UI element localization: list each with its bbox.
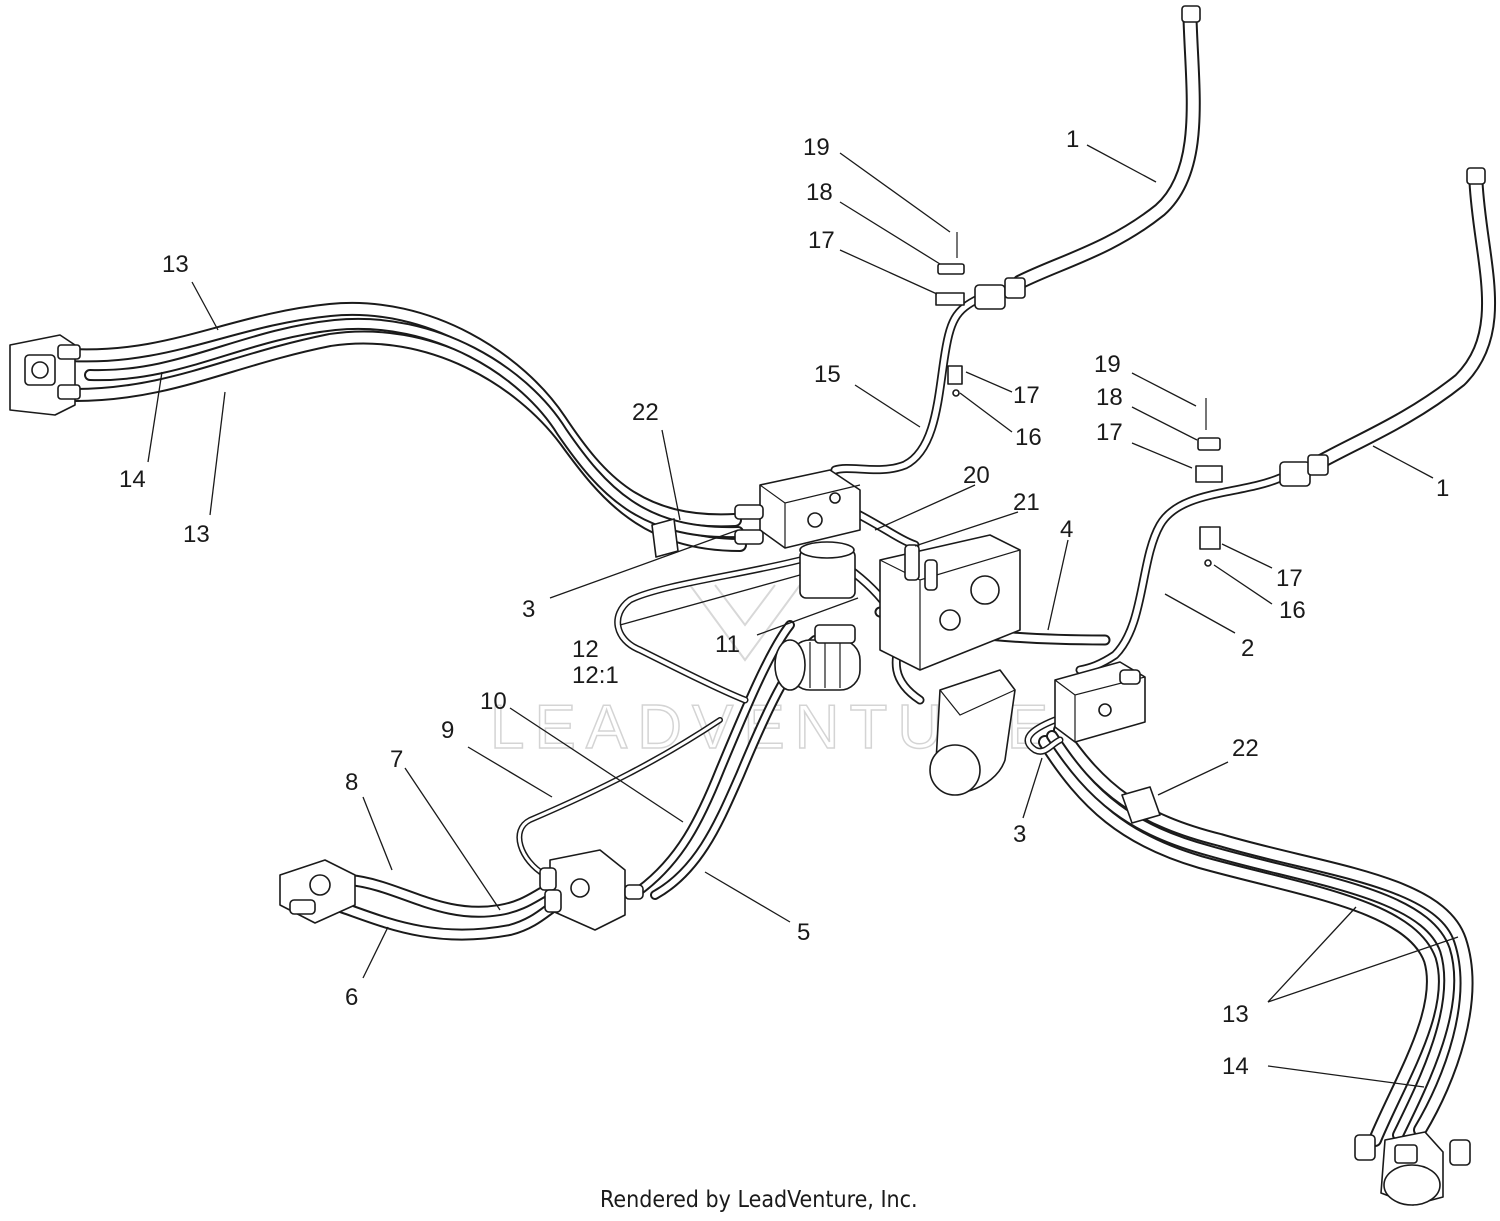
callout-14: 14 bbox=[1222, 1053, 1249, 1080]
wheel-motor-right bbox=[1354, 1131, 1471, 1206]
callout-21: 21 bbox=[1013, 489, 1040, 516]
callout-19: 19 bbox=[1094, 351, 1121, 378]
hose-bundle-upper-left bbox=[63, 301, 747, 552]
callout-labels: 1 19 18 17 17 16 15 13 14 13 22 20 21 4 … bbox=[119, 126, 1449, 1080]
callout-9: 9 bbox=[441, 717, 454, 744]
valve-lower-left bbox=[539, 849, 644, 931]
watermark-logo bbox=[689, 584, 801, 662]
callout-17: 17 bbox=[1096, 419, 1123, 446]
callout-8: 8 bbox=[345, 769, 358, 796]
callout-7: 7 bbox=[390, 746, 403, 773]
callout-3: 3 bbox=[522, 596, 535, 623]
callout-17: 17 bbox=[1013, 382, 1040, 409]
callout-16: 16 bbox=[1015, 424, 1042, 451]
callout-15: 15 bbox=[814, 361, 841, 388]
callout-17: 17 bbox=[1276, 565, 1303, 592]
callout-13: 13 bbox=[162, 251, 189, 278]
canister-filter bbox=[929, 669, 1016, 796]
callout-18: 18 bbox=[1096, 384, 1123, 411]
callout-22: 22 bbox=[632, 399, 659, 426]
callout-13: 13 bbox=[1222, 1001, 1249, 1028]
hose-1-upper bbox=[1012, 10, 1201, 290]
clamp-22-upper bbox=[651, 518, 679, 558]
callout-20: 20 bbox=[963, 462, 990, 489]
fitting-1-upper bbox=[974, 5, 1201, 310]
callout-12-1: 12:1 bbox=[572, 662, 619, 689]
filter-12 bbox=[799, 541, 856, 599]
leader-lines bbox=[147, 144, 1459, 1088]
callout-22: 22 bbox=[1232, 735, 1259, 762]
callout-19: 19 bbox=[803, 134, 830, 161]
callout-5: 5 bbox=[797, 919, 810, 946]
wheel-motor-left bbox=[9, 334, 81, 416]
bracket-hardware-upper bbox=[935, 232, 965, 397]
callout-13: 13 bbox=[183, 521, 210, 548]
callout-2: 2 bbox=[1241, 635, 1254, 662]
callout-3: 3 bbox=[1013, 821, 1026, 848]
callout-1: 1 bbox=[1066, 126, 1079, 153]
callout-18: 18 bbox=[806, 179, 833, 206]
tube-3-loop bbox=[614, 556, 804, 704]
hose-1-lower bbox=[1312, 174, 1497, 470]
callout-16: 16 bbox=[1279, 597, 1306, 624]
callout-12: 12 bbox=[572, 636, 599, 663]
callout-17: 17 bbox=[808, 227, 835, 254]
tube-9 bbox=[516, 717, 723, 878]
callout-1: 1 bbox=[1436, 475, 1449, 502]
hose-6-7-8 bbox=[329, 874, 571, 941]
pump-assembly bbox=[879, 534, 1021, 671]
callout-10: 10 bbox=[480, 688, 507, 715]
hose-2 bbox=[1075, 473, 1285, 675]
hoses bbox=[63, 10, 1497, 1147]
footer-credit: Rendered by LeadVenture, Inc. bbox=[600, 1187, 918, 1213]
bracket-hardware-lower bbox=[1195, 398, 1223, 567]
callout-6: 6 bbox=[345, 984, 358, 1011]
clamp-22-lower bbox=[1121, 786, 1161, 824]
hose-15 bbox=[830, 293, 985, 475]
tube-3-lower bbox=[1024, 716, 1064, 755]
motor bbox=[774, 624, 861, 691]
callout-4: 4 bbox=[1060, 516, 1073, 543]
control-valve-upper bbox=[734, 469, 861, 549]
components bbox=[9, 5, 1486, 1206]
callout-11: 11 bbox=[715, 631, 740, 658]
control-valve-lower bbox=[1054, 661, 1146, 743]
wheel-motor-lower-left bbox=[279, 859, 356, 924]
fitting-1-lower bbox=[1279, 167, 1486, 487]
hose-bundle-lower-right bbox=[1038, 723, 1474, 1147]
callout-14: 14 bbox=[119, 466, 146, 493]
